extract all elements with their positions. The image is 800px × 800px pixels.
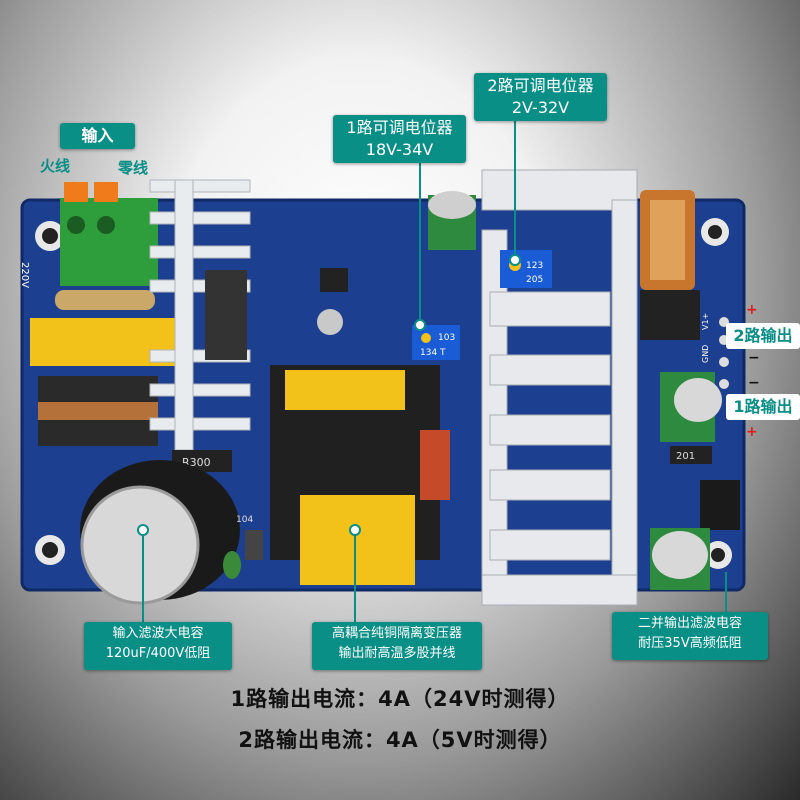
input-label: 输入 xyxy=(81,126,114,145)
leader-lines xyxy=(142,120,727,625)
potentiometer-2: 123 205 xyxy=(500,250,552,288)
gnd-label: GND xyxy=(701,345,710,363)
cap-104-label: 104 xyxy=(236,515,253,525)
pot2-callout: 2路可调电位器 2V-32V xyxy=(474,73,607,121)
isolation-transformer xyxy=(270,365,450,585)
input-filter-capacitor xyxy=(80,460,240,605)
plus-sign-bottom: + xyxy=(746,424,758,440)
pot1-title: 1路可调电位器 xyxy=(346,118,453,137)
resistor-201 xyxy=(670,446,712,464)
pot1-range: 18V-34V xyxy=(365,140,434,159)
pot2-code2-label: 205 xyxy=(526,275,543,285)
output2-current: 2路输出电流：4A（5V时测得） xyxy=(238,728,562,752)
small-capacitor xyxy=(223,551,241,579)
output1-label: 1路输出 xyxy=(733,397,793,416)
output-capacitor-line1: 二并输出滤波电容 xyxy=(637,616,742,631)
output2-callout: 2路输出 xyxy=(726,323,800,349)
output-capacitor-callout: 二并输出滤波电容 耐压35V高频低阻 xyxy=(612,612,768,660)
top-electrolytic-capacitor xyxy=(428,191,476,250)
input-callout: 输入 xyxy=(60,123,135,149)
output-capacitor-line2: 耐压35V高频低阻 xyxy=(638,636,742,651)
input-capacitor-callout: 输入滤波大电容 120uF/400V低阻 xyxy=(84,622,232,670)
pot1-code-label: 103 xyxy=(438,333,455,343)
output1-current: 1路输出电流：4A（24V时测得） xyxy=(230,687,570,711)
neutral-wire-label: 零线 xyxy=(118,159,149,177)
input-capacitor-line1: 输入滤波大电容 xyxy=(112,626,204,641)
minus-sign-2: − xyxy=(748,375,760,391)
output1-callout: 1路输出 xyxy=(726,394,800,420)
transformer-line2: 输出耐高温多股并线 xyxy=(338,646,456,661)
output2-label: 2路输出 xyxy=(733,326,793,345)
ic-chip xyxy=(320,268,348,292)
output-capacitor-2 xyxy=(650,528,710,590)
cap-104 xyxy=(245,530,263,560)
transformer-line1: 高耦合纯铜隔离变压器 xyxy=(331,626,462,641)
right-heatsink xyxy=(481,169,638,606)
resistor-201-label: 201 xyxy=(676,451,695,462)
transformer-callout: 高耦合纯铜隔离变压器 输出耐高温多股并线 xyxy=(312,622,482,670)
minus-sign-1: − xyxy=(748,350,760,366)
pot1-code2-label: 134 T xyxy=(420,348,446,358)
pot1-callout: 1路可调电位器 18V-34V xyxy=(333,115,466,163)
toroid-inductor xyxy=(640,190,695,290)
output-diode xyxy=(640,290,700,340)
live-wire-label: 火线 xyxy=(40,157,71,175)
plus-sign-top: + xyxy=(746,302,758,318)
output-capacitor-1 xyxy=(660,372,722,442)
pot2-title: 2路可调电位器 xyxy=(487,76,594,95)
output-inductor xyxy=(700,480,740,530)
mounting-holes xyxy=(35,218,732,569)
terminal-label: 220V xyxy=(19,262,30,288)
pot2-code-label: 123 xyxy=(526,261,543,271)
input-capacitor-line2: 120uF/400V低阻 xyxy=(105,646,211,661)
pot2-range: 2V-32V xyxy=(511,98,570,117)
small-electrolytic xyxy=(317,309,343,335)
fuse xyxy=(55,290,155,310)
v1-label: V1+ xyxy=(701,313,710,330)
input-terminal xyxy=(60,182,158,286)
mosfet xyxy=(205,270,247,360)
